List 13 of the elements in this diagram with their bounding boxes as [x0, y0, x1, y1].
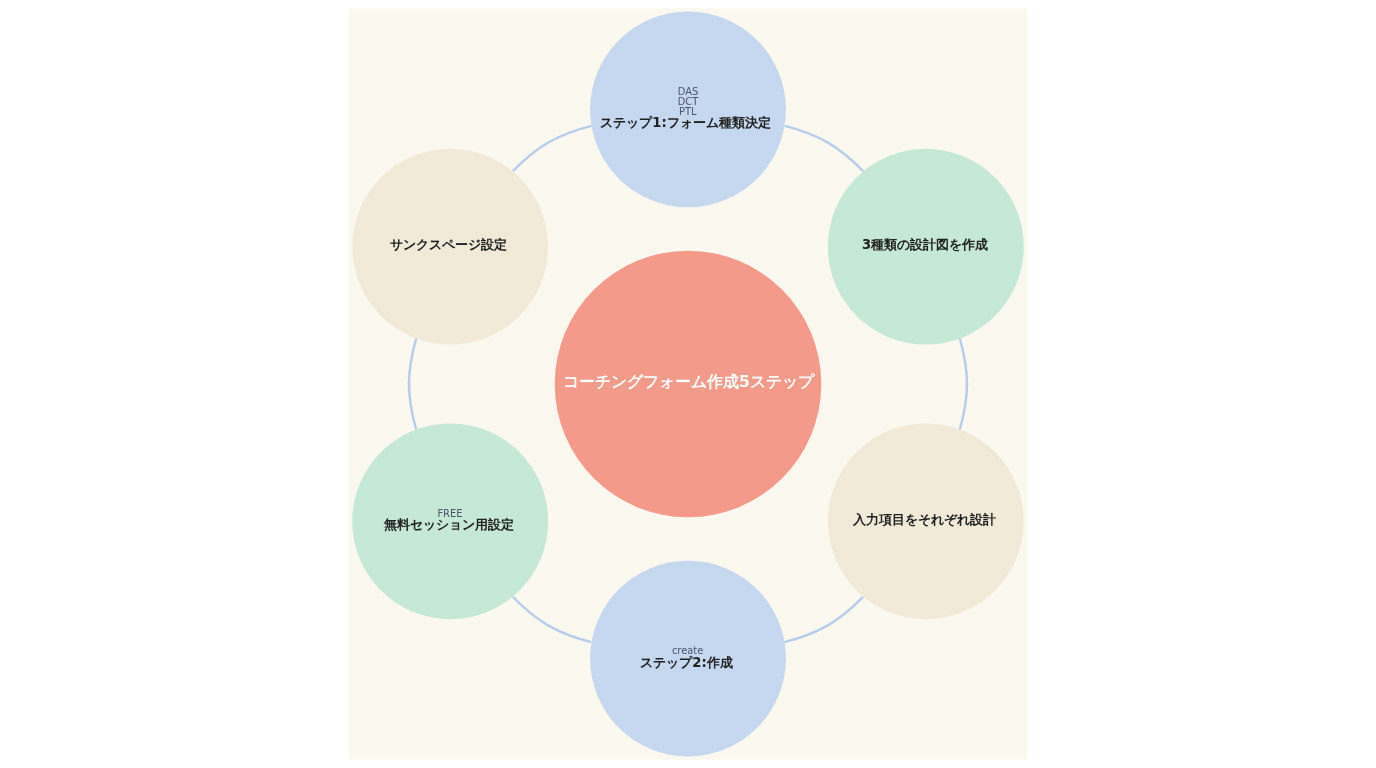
- connector: [407, 338, 418, 430]
- connector: [511, 595, 592, 644]
- connector: [512, 124, 592, 172]
- node-circle: サンクスページ設定: [352, 148, 549, 345]
- connector: [958, 338, 969, 430]
- node-circle: create ステップ2:作成: [590, 560, 786, 757]
- node-circle: FREE 無料セッション用設定: [352, 423, 549, 620]
- node-circle: 入力項目をそれぞれ設計: [827, 423, 1024, 620]
- node-circle: 3種類の設計図を作成: [827, 148, 1024, 345]
- node-circle: コーチングフォーム作成5ステップ: [554, 250, 822, 518]
- connector: [784, 124, 865, 173]
- connector: [784, 596, 864, 644]
- node-circle: DAS DCT PTL ステップ1:フォーム種類決定: [590, 11, 786, 208]
